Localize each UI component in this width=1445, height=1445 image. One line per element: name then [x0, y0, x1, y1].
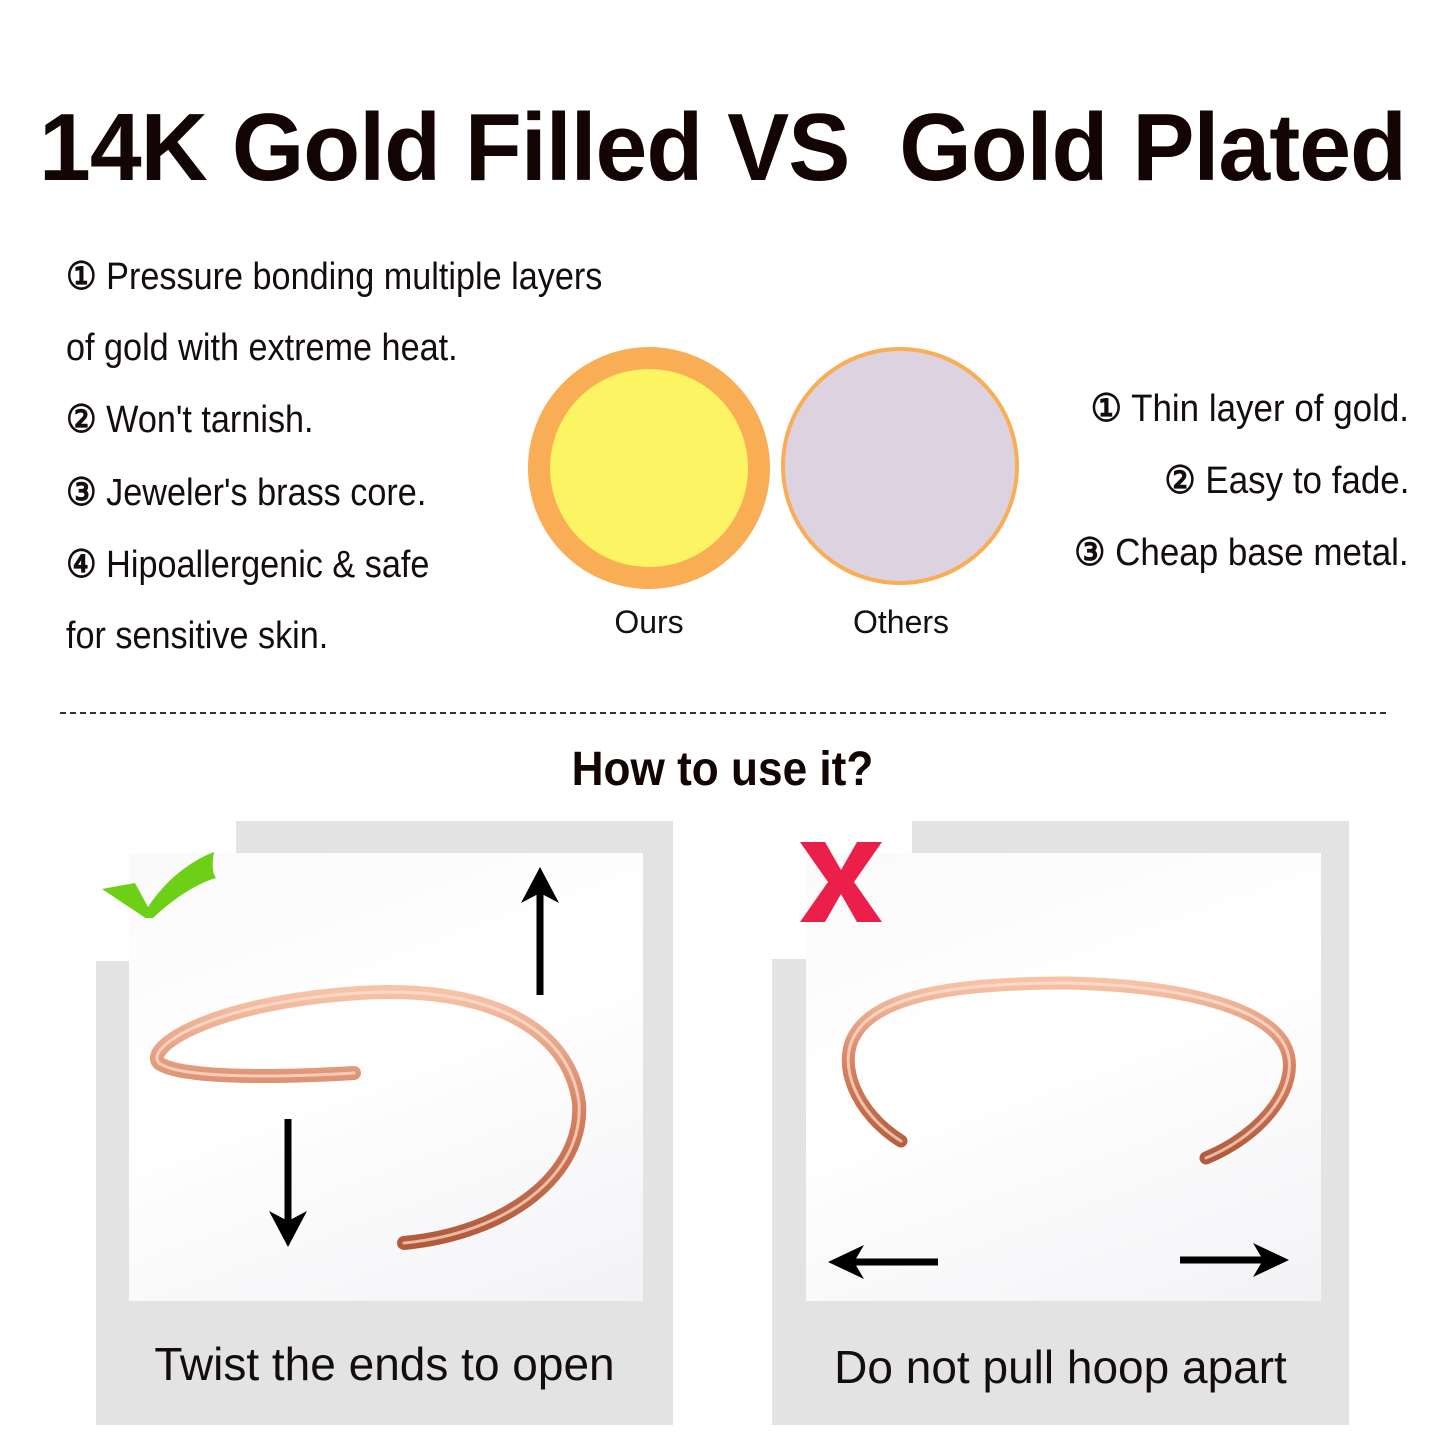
incorrect-caption: Do not pull hoop apart: [834, 1341, 1287, 1393]
page-title: 14K Gold Filled VS Gold Plated: [39, 94, 1407, 201]
feature-item: ② Easy to fade.: [1163, 460, 1409, 502]
hoop-photo: [806, 853, 1321, 1301]
feature-item: ② Won't tarnish.: [66, 399, 314, 441]
feature-item: ③ Cheap base metal.: [1074, 532, 1409, 574]
correct-caption: Twist the ends to open: [154, 1338, 615, 1390]
feature-item: ① Pressure bonding multiple layers: [66, 256, 603, 298]
hoop-photo: [129, 853, 643, 1301]
feature-item: ① Thin layer of gold.: [1090, 388, 1409, 430]
others-label: Others: [852, 604, 950, 640]
others-coin-inner: [785, 351, 1015, 581]
feature-item: of gold with extreme heat.: [66, 327, 458, 369]
ours-label: Ours: [614, 604, 684, 640]
how-to-heading: How to use it?: [571, 743, 874, 796]
x-icon: [800, 842, 882, 922]
feature-item: ③ Jeweler's brass core.: [66, 472, 427, 514]
check-icon: [100, 846, 218, 918]
feature-item: for sensitive skin.: [66, 615, 329, 657]
feature-item: ④ Hipoallergenic & safe: [66, 544, 430, 586]
ours-coin-inner: [550, 369, 748, 567]
section-divider: [60, 712, 1386, 714]
